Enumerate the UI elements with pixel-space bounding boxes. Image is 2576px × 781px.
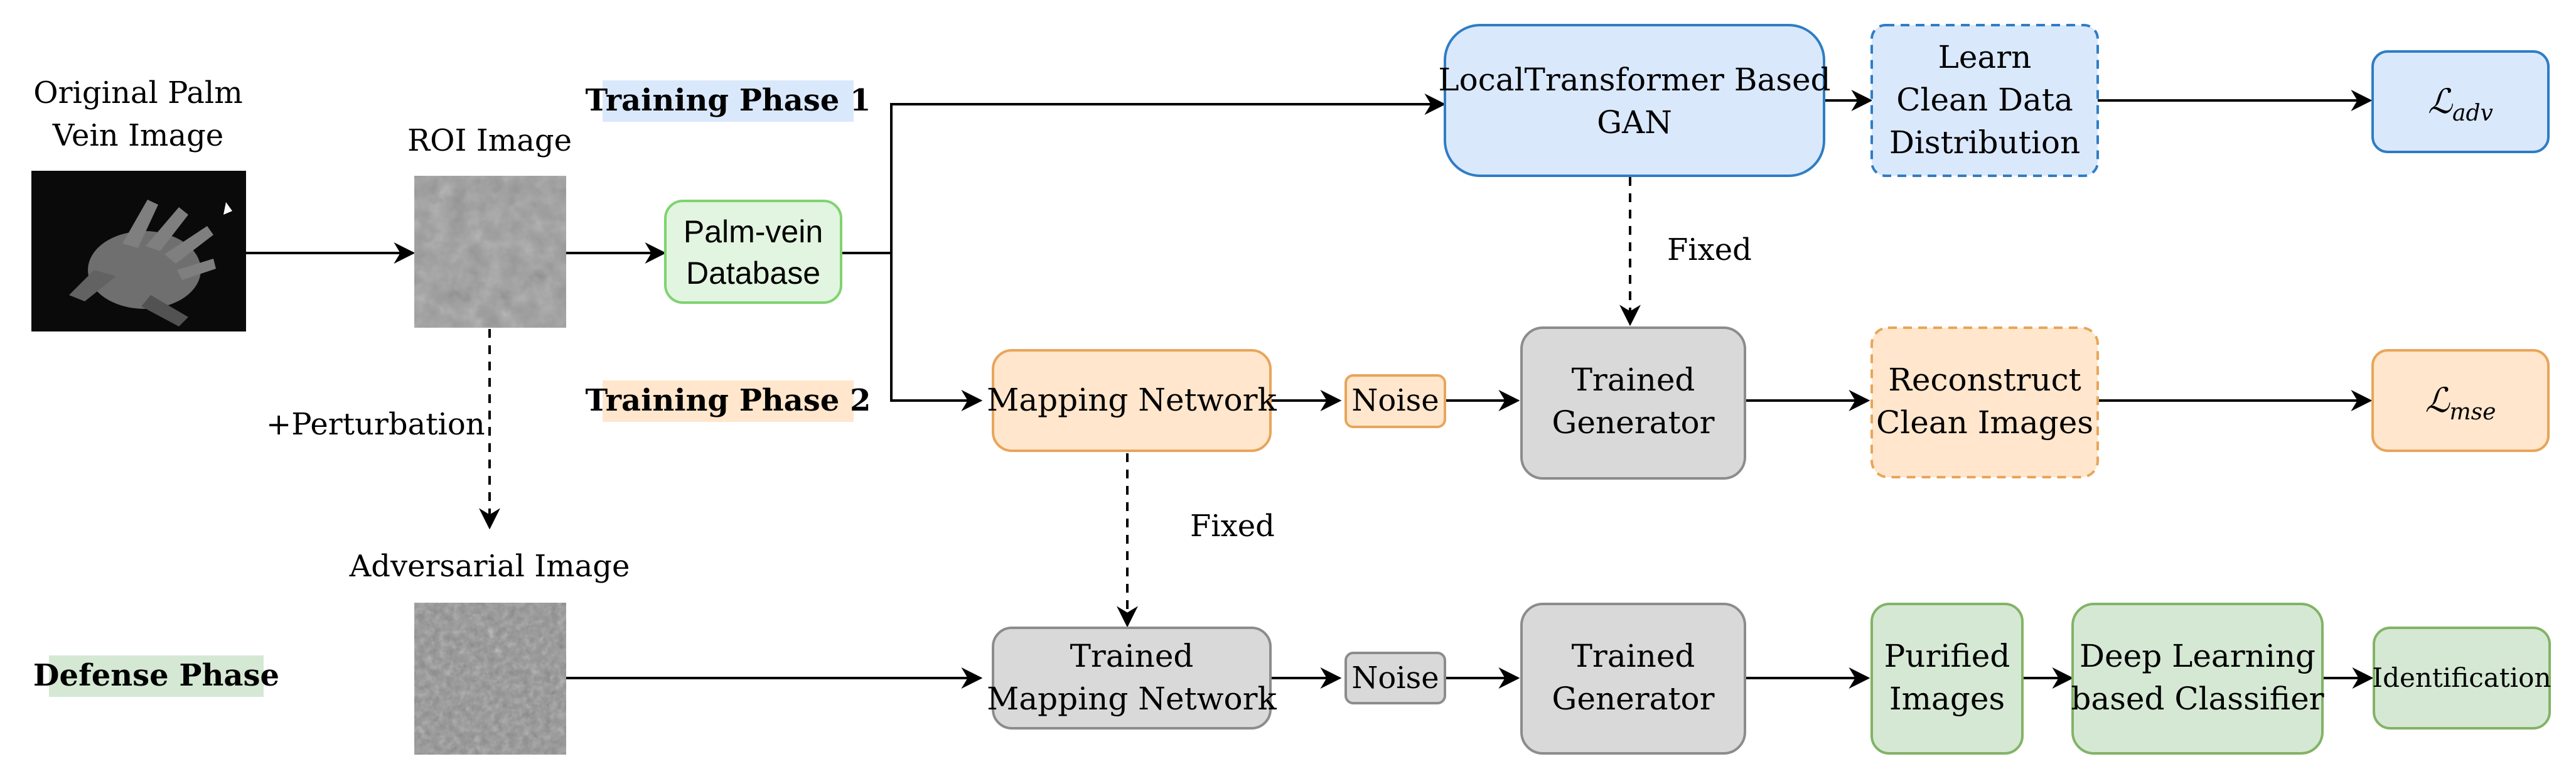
trained-mapping-network-node: Trained Mapping Network: [987, 627, 1277, 730]
palm-vein-database-node: Palm-vein Database: [664, 200, 842, 304]
mapping-network-label: Mapping Network: [987, 382, 1277, 418]
trained-generator-label1-defense: Trained: [1572, 638, 1695, 674]
roi-image: [414, 176, 566, 328]
arrow-database-to-mapping: [890, 253, 983, 411]
trained-generator-node-training: Trained Generator: [1520, 326, 1746, 480]
phase-defense-label: Defense Phase: [33, 658, 279, 693]
purified-label-line1: Purified: [1884, 638, 2010, 674]
original-palm-label-line2: Vein Image: [52, 118, 223, 153]
trained-generator-label2-defense: Generator: [1552, 681, 1714, 717]
mapping-network-node: Mapping Network: [987, 349, 1277, 452]
connectors: [246, 90, 2374, 689]
loss-adv-symbol: ℒ: [2428, 82, 2453, 121]
reconstruct-clean-images-node: Reconstruct Clean Images: [1870, 326, 2099, 478]
arrow-database-to-gan: [841, 94, 1446, 254]
trained-generator-node-defense: Trained Generator: [1520, 603, 1746, 755]
purified-label-line2: Images: [1889, 681, 2005, 717]
phase-defense: Defense Phase: [33, 655, 279, 697]
trained-mapping-label-line1: Trained: [1070, 638, 1194, 674]
phase-training-2: Training Phase 2: [586, 380, 871, 422]
gan-label-line2: GAN: [1597, 104, 1672, 141]
loss-mse-symbol: ℒ: [2425, 380, 2450, 420]
adversarial-image-label: Adversarial Image: [349, 549, 630, 584]
fixed-label-top: Fixed: [1667, 232, 1752, 267]
loss-adv-subscript: adv: [2452, 100, 2493, 126]
reconstruct-label-line1: Reconstruct: [1888, 362, 2081, 398]
identification-node: Identification: [2373, 627, 2552, 730]
svg-text:ℒmse: ℒmse: [2425, 380, 2496, 425]
noise-label-training: Noise: [1351, 383, 1439, 418]
fixed-label-bottom: Fixed: [1190, 509, 1275, 544]
noise-node-training: Noise: [1344, 374, 1446, 428]
learn-label-line1: Learn: [1938, 39, 2032, 75]
deep-learning-classifier-node: Deep Learning based Classifier: [2071, 603, 2324, 755]
adversarial-image: [414, 603, 566, 755]
database-label-line1: Palm-vein: [684, 214, 823, 249]
loss-mse-subscript: mse: [2449, 399, 2496, 425]
trained-mapping-label-line2: Mapping Network: [987, 681, 1277, 717]
purified-images-node: Purified Images: [1870, 603, 2024, 755]
original-palm-label-line1: Original Palm: [33, 75, 243, 110]
trained-generator-label1-training: Trained: [1572, 362, 1695, 398]
phase-training-2-label: Training Phase 2: [586, 383, 871, 418]
noise-label-defense: Noise: [1351, 660, 1439, 696]
original-palm-image: [31, 171, 246, 331]
localtransformer-gan-node: LocalTransformer Based GAN: [1438, 24, 1831, 177]
learn-label-line2: Clean Data: [1896, 82, 2073, 118]
database-label-line2: Database: [686, 256, 820, 291]
noise-node-defense: Noise: [1344, 652, 1446, 704]
loss-mse-node: ℒmse: [2371, 349, 2550, 452]
roi-image-label: ROI Image: [407, 123, 572, 158]
svg-text:ℒadv: ℒadv: [2428, 82, 2493, 126]
phase-training-1: Training Phase 1: [586, 80, 871, 122]
phase-training-1-label: Training Phase 1: [586, 83, 871, 118]
gan-label-line1: LocalTransformer Based: [1438, 62, 1830, 98]
perturbation-label: +Perturbation: [266, 407, 485, 442]
loss-adv-node: ℒadv: [2371, 50, 2550, 153]
classifier-label-line2: based Classifier: [2071, 681, 2324, 717]
trained-generator-label2-training: Generator: [1552, 404, 1714, 441]
reconstruct-label-line2: Clean Images: [1876, 404, 2093, 441]
learn-clean-data-node: Learn Clean Data Distribution: [1870, 24, 2099, 177]
classifier-label-line1: Deep Learning: [2080, 638, 2316, 674]
learn-label-line3: Distribution: [1889, 124, 2080, 161]
identification-label: Identification: [2373, 662, 2552, 693]
